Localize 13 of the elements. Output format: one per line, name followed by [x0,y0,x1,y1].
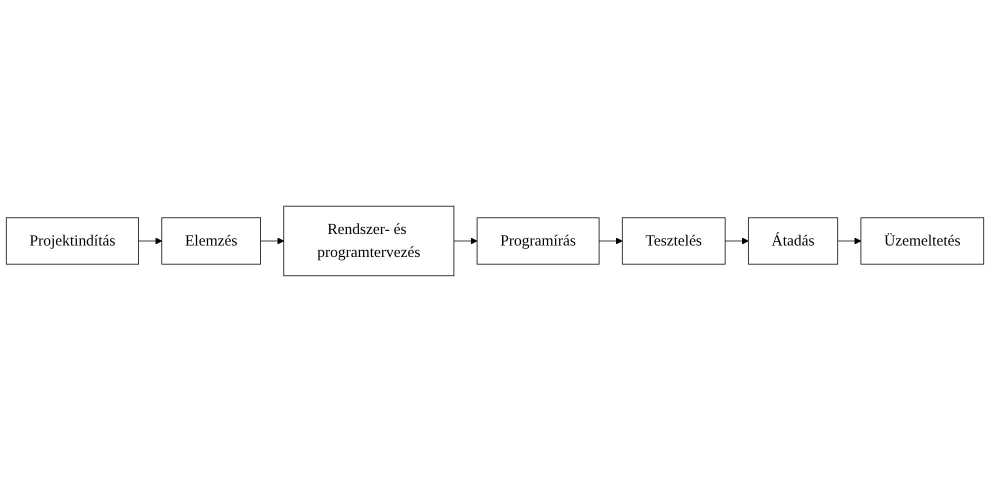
node-box: Elemzés [161,216,261,264]
arrow [598,237,623,244]
arrow [724,237,749,244]
node-box: Projektindítás [6,216,139,264]
node-box: Rendszer- és programtervezés [283,205,454,276]
node-box: Üzemeltetés [860,216,984,264]
arrow [138,237,162,244]
arrow [260,237,284,244]
arrow [837,237,862,244]
node-box: Tesztelés [622,216,726,264]
arrow [454,237,478,244]
node-box: Átadás [748,216,838,264]
node-box: Programírás [476,216,600,264]
